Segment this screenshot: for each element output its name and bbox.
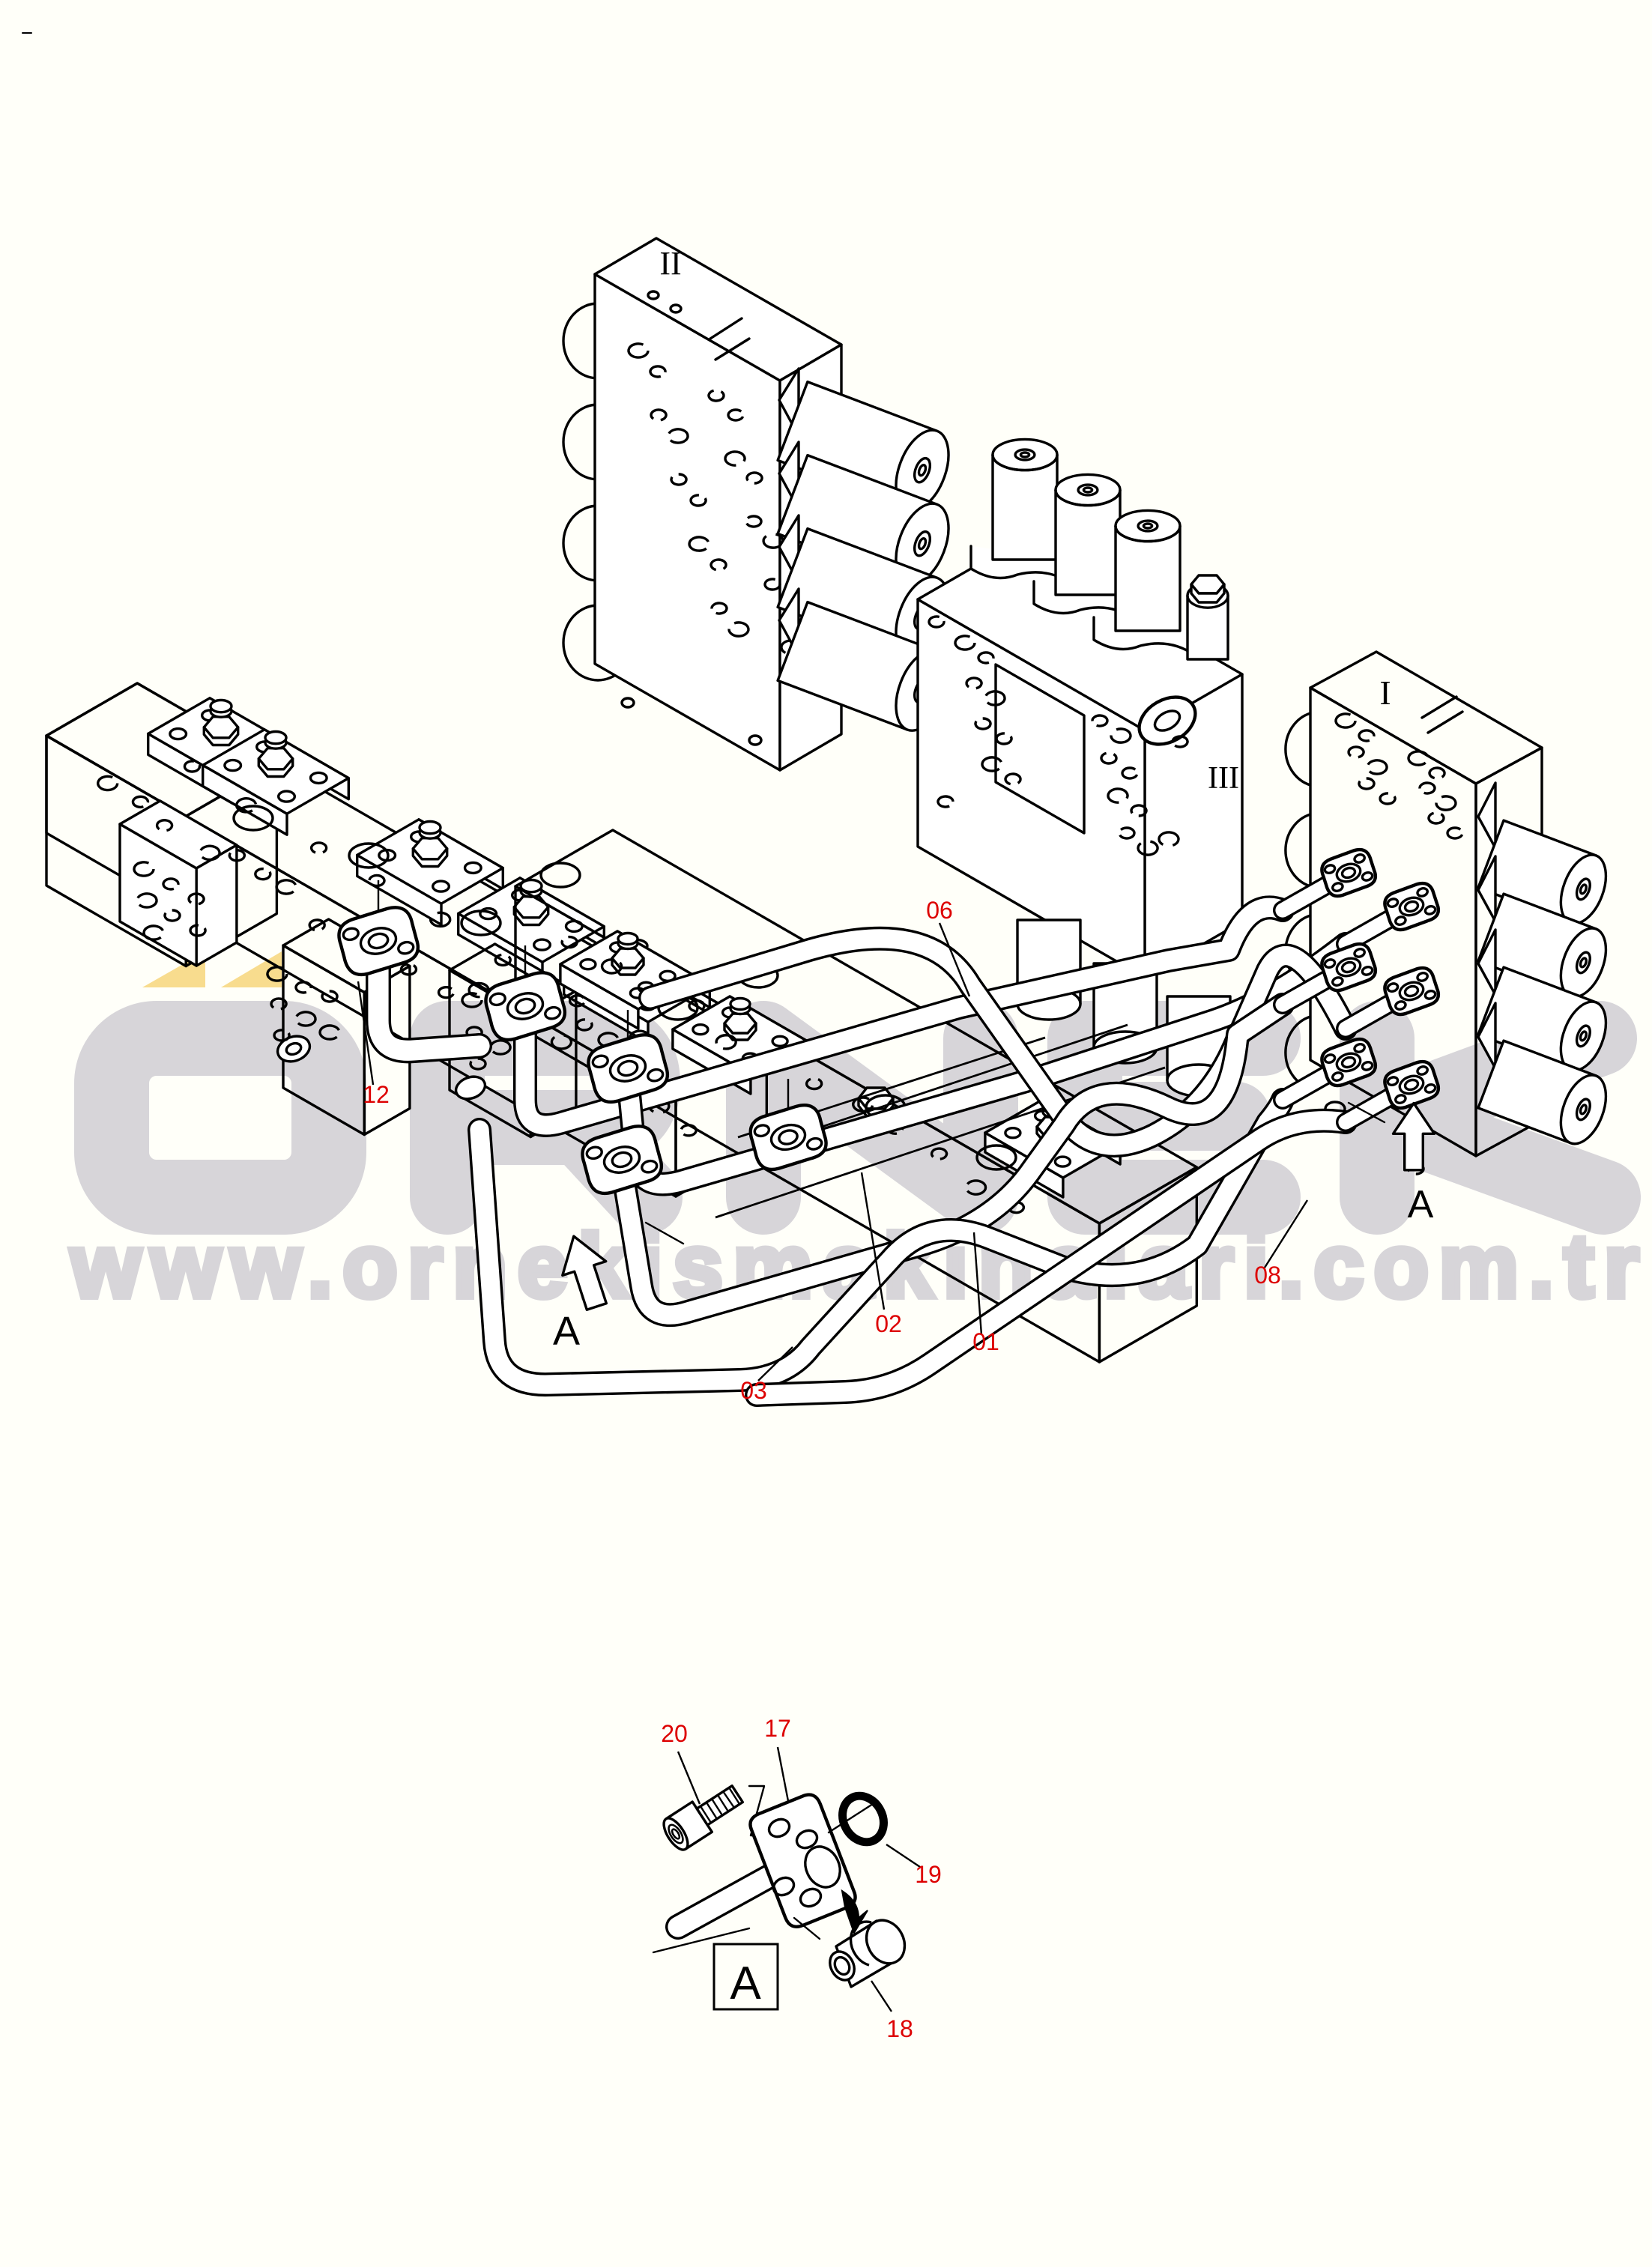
svg-text:I: I <box>1379 674 1391 712</box>
svg-text:01: 01 <box>972 1328 999 1355</box>
svg-text:20: 20 <box>661 1720 688 1747</box>
svg-text:03: 03 <box>740 1377 767 1404</box>
svg-text:02: 02 <box>875 1310 902 1337</box>
svg-text:08: 08 <box>1254 1262 1281 1289</box>
svg-text:A: A <box>1408 1183 1434 1226</box>
svg-text:19: 19 <box>915 1861 942 1888</box>
svg-text:06: 06 <box>926 897 953 924</box>
svg-text:III: III <box>1208 761 1239 796</box>
svg-text:A: A <box>730 1958 761 2009</box>
svg-text:18: 18 <box>886 2015 913 2042</box>
svg-text:17: 17 <box>764 1715 791 1742</box>
svg-text:A: A <box>553 1309 580 1354</box>
svg-text:II: II <box>659 245 681 282</box>
svg-text:12: 12 <box>363 1081 390 1108</box>
